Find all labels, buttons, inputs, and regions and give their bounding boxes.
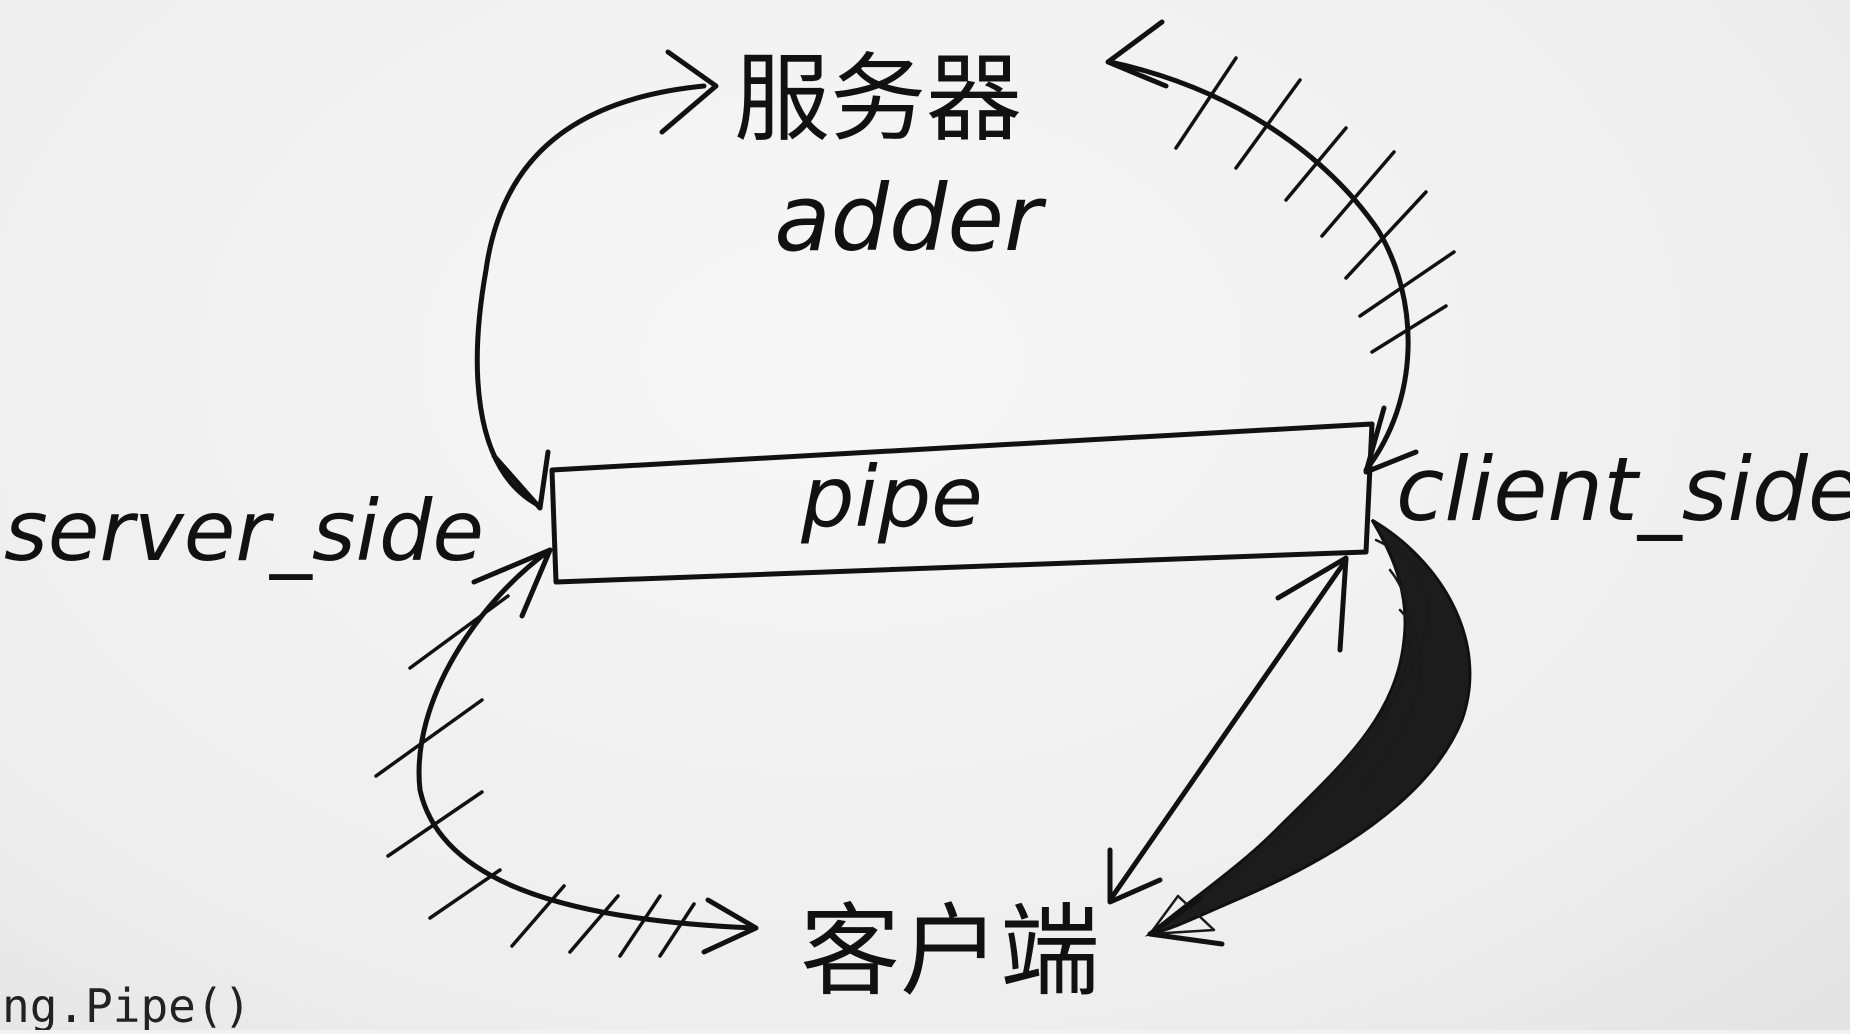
scribbled-arrow-client-side-to-client [1144, 518, 1472, 947]
arrowhead-server-side-pipe [491, 449, 551, 511]
arrowhead-client-side-pipe [1363, 405, 1419, 475]
code-fragment: ng.Pipe() [2, 979, 251, 1030]
client-side-label: client_side [1396, 438, 1850, 541]
server-title: 服务器 [734, 43, 1022, 155]
arrowhead-client-right [1107, 847, 1163, 905]
arrowhead-client-side-lower [1275, 555, 1349, 653]
hatch-marks-lower-left [374, 594, 696, 958]
arrowhead-server-side-lower [471, 547, 553, 619]
client-title: 客户端 [800, 893, 1100, 1010]
arrowhead-client-left [701, 897, 759, 955]
server-side-label: server_side [4, 482, 484, 580]
pipe-label: pipe [800, 448, 983, 546]
arrow-client-side-to-client [1107, 557, 1349, 903]
hatch-marks-upper-right [1174, 56, 1456, 354]
arrow-client-side-to-server [1107, 59, 1411, 473]
arrowhead-server-right [1105, 19, 1169, 89]
pipe-box [549, 421, 1375, 585]
arrow-server-side-to-server [474, 83, 707, 509]
arrowhead-server-top [659, 49, 719, 135]
server-name: adder [774, 165, 1047, 272]
arrow-server-side-to-client [416, 547, 757, 931]
